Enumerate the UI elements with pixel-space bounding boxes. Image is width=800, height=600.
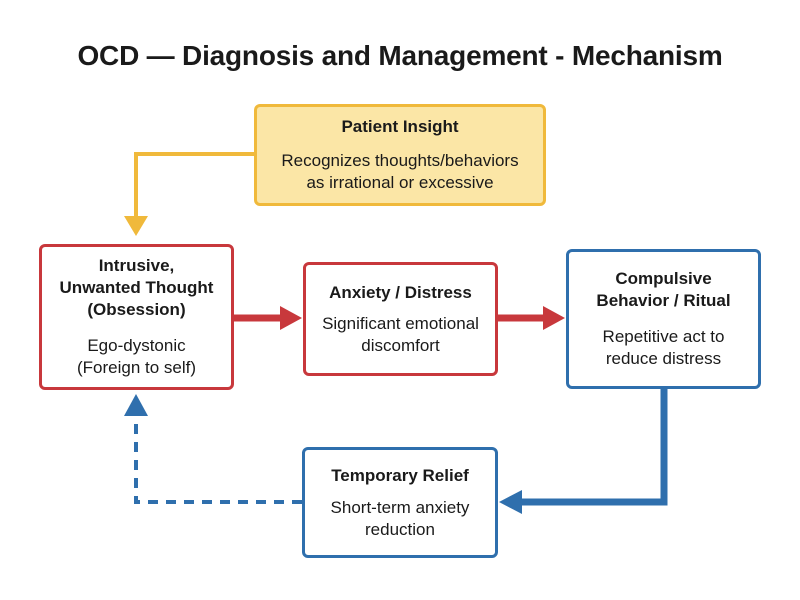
node-obsession-text: Ego-dystonic (Foreign to self) xyxy=(76,336,197,377)
node-temporary-relief-text: Short-term anxiety reduction xyxy=(330,497,470,539)
arrow-insight-to-obsession xyxy=(124,152,254,236)
node-compulsion-title: Compulsive Behavior / Ritual xyxy=(596,269,731,310)
diagram-title: OCD — Diagnosis and Management - Mechani… xyxy=(77,40,723,71)
node-patient-insight: Patient Insight Recognizes thoughts/beha… xyxy=(254,104,546,206)
node-temporary-relief: Temporary Relief Short-term anxiety redu… xyxy=(302,447,498,558)
node-compulsion: Compulsive Behavior / Ritual Repetitive … xyxy=(566,249,761,389)
node-obsession-title: Intrusive, Unwanted Thought (Obsession) xyxy=(59,256,214,319)
node-temporary-relief-title: Temporary Relief xyxy=(331,465,469,485)
node-obsession: Intrusive, Unwanted Thought (Obsession) … xyxy=(39,244,234,390)
node-patient-insight-text: Recognizes thoughts/behaviors as irratio… xyxy=(281,151,519,192)
arrow-relief-to-obsession-dashed xyxy=(124,394,302,504)
node-anxiety-text: Significant emotional discomfort xyxy=(322,313,479,355)
node-anxiety: Anxiety / Distress Significant emotional… xyxy=(303,262,498,376)
node-anxiety-title: Anxiety / Distress xyxy=(329,282,472,302)
node-compulsion-text: Repetitive act to reduce distress xyxy=(602,327,725,368)
arrow-compulsion-to-relief xyxy=(499,389,668,514)
arrow-obsession-to-anxiety xyxy=(234,306,302,330)
arrow-anxiety-to-compulsion xyxy=(498,306,565,330)
node-patient-insight-title: Patient Insight xyxy=(341,117,459,136)
